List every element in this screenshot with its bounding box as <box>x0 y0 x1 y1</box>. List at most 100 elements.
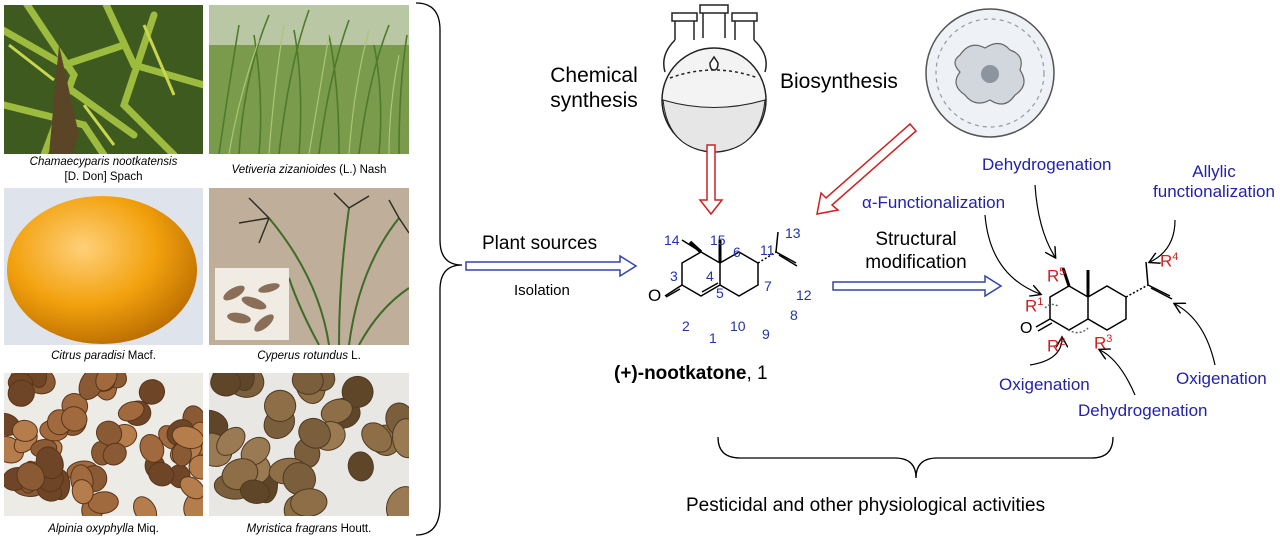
seed-shape <box>138 379 166 405</box>
structural-modification-label: Structural modification <box>851 228 981 274</box>
seed-shape <box>263 389 297 423</box>
compound-title: (+)-nootkatone, 1 <box>614 363 768 385</box>
plant-sources-label: Plant sources <box>482 233 598 254</box>
seed-shape <box>16 462 45 491</box>
arrow-dehydrogenation-top <box>1034 184 1055 257</box>
seed-shape <box>209 409 229 439</box>
dehydrogenation-bottom-label: Dehydrogenation <box>1078 401 1208 420</box>
authority: L. <box>347 350 361 362</box>
caption-myristica: Myristica fragrans Houtt. <box>209 522 409 537</box>
seed-shape <box>392 418 409 459</box>
photo-chamaecyparis <box>4 5 203 154</box>
atom-number-4: 4 <box>706 268 714 284</box>
biosynthesis-label: Biosynthesis <box>780 70 898 93</box>
atom-number-15: 15 <box>710 232 726 248</box>
seed-shape <box>298 417 331 449</box>
species-name: Cyperus rotundus <box>257 350 348 362</box>
r1-group: R1 <box>1025 296 1043 317</box>
plant-brace <box>415 2 463 536</box>
species-name: Alpinia oxyphylla <box>48 523 134 535</box>
seed-shape <box>188 454 203 480</box>
r5-group: R5 <box>1047 266 1065 287</box>
grapefruit-image <box>4 188 203 345</box>
caption-citrus: Citrus paradisi Macf. <box>4 349 203 364</box>
chemical-synthesis-label: Chemical synthesis <box>544 63 644 113</box>
photo-vetiveria <box>209 5 409 154</box>
atom-number-13: 13 <box>785 225 801 241</box>
atom-number-8: 8 <box>790 307 798 323</box>
caption-cyperus: Cyperus rotundus L. <box>209 349 409 364</box>
compound-number: , 1 <box>746 363 768 384</box>
nootkatone-structure <box>664 231 798 298</box>
r-letter: R <box>1047 266 1060 286</box>
seed-shape <box>216 426 246 456</box>
seed-shape <box>148 462 175 487</box>
seed-shape <box>171 425 203 449</box>
label-line: Chemical <box>550 64 638 87</box>
species-name: Chamaecyparis nootkatensis <box>29 156 178 168</box>
r-index: 5 <box>1059 266 1066 278</box>
seed-shape <box>71 479 94 505</box>
activity-brace <box>717 436 1114 479</box>
label-line: Allylic <box>1192 162 1236 181</box>
seed-shape <box>361 422 393 453</box>
seed-shape <box>117 401 145 422</box>
atom-number-14: 14 <box>664 232 680 248</box>
seed-shape <box>60 406 88 432</box>
photo-alpinia <box>4 373 203 516</box>
caption-vetiveria: Vetiveria zizanioides (L.) Nash <box>209 163 409 178</box>
compound-name: (+)-nootkatone <box>614 363 747 384</box>
seed-shape <box>102 442 127 466</box>
label-line: Structural <box>875 229 957 250</box>
plant-sources-arrow <box>465 254 638 278</box>
r-letter: R <box>1160 251 1173 271</box>
seed-shape <box>95 373 118 392</box>
seed-shape <box>11 419 38 442</box>
authority: [D. Don] Spach <box>64 171 143 183</box>
allylic-functionalization-label: Allylic functionalization <box>1152 162 1276 202</box>
authority: Houtt. <box>337 523 372 535</box>
r3-group: R3 <box>1094 333 1112 354</box>
r2-group: R2 <box>1047 336 1065 357</box>
seed-shape <box>347 451 374 482</box>
atom-number-10: 10 <box>730 318 746 334</box>
biosynthesis-arrow <box>816 122 918 215</box>
photo-myristica <box>209 373 409 516</box>
atom-number-1: 1 <box>709 330 717 346</box>
arrow-allylic <box>1150 219 1176 262</box>
authority: (L.) Nash <box>335 164 387 176</box>
atom-number-6: 6 <box>733 244 741 260</box>
caption-alpinia: Alpinia oxyphylla Miq. <box>4 522 203 537</box>
seed-shape <box>7 379 35 407</box>
seed-shape <box>210 373 241 397</box>
structural-modification-arrow <box>832 274 1003 298</box>
caption-chamaecyparis: Chamaecyparis nootkatensis [D. Don] Spac… <box>4 155 203 185</box>
flask-icon <box>661 4 767 153</box>
seed-shape <box>320 398 353 425</box>
species-name: Citrus paradisi <box>51 350 125 362</box>
oxigenation-right-label: Oxigenation <box>1176 369 1267 388</box>
arrow-oxigenation-right <box>1175 304 1216 366</box>
r-index: 1 <box>1037 296 1044 308</box>
r-index: 4 <box>1172 251 1179 263</box>
photo-citrus <box>4 188 203 345</box>
atom-number-2: 2 <box>682 318 690 334</box>
arrow-oxigenation-left <box>1029 338 1062 366</box>
alpinia-fruits-image <box>4 373 203 516</box>
label-line: synthesis <box>550 89 638 112</box>
seed-shape <box>341 375 374 408</box>
derivative-structure <box>1035 261 1173 334</box>
sedge-image <box>209 188 409 345</box>
cell-dish-icon <box>925 8 1055 138</box>
r-index: 2 <box>1059 336 1066 348</box>
outcome-label: Pesticidal and other physiological activ… <box>686 495 1046 516</box>
arrow-alpha <box>984 214 1040 294</box>
oxygen-atom-derivative: O <box>1020 320 1033 337</box>
arrow-dehydrogenation-bottom <box>1100 350 1136 396</box>
seed-shape <box>96 420 123 446</box>
atom-number-7: 7 <box>764 278 772 294</box>
conifer-foliage-image <box>4 5 203 154</box>
seed-shape <box>133 496 158 516</box>
synthesis-arrow <box>698 144 724 216</box>
atom-number-5: 5 <box>716 285 724 301</box>
